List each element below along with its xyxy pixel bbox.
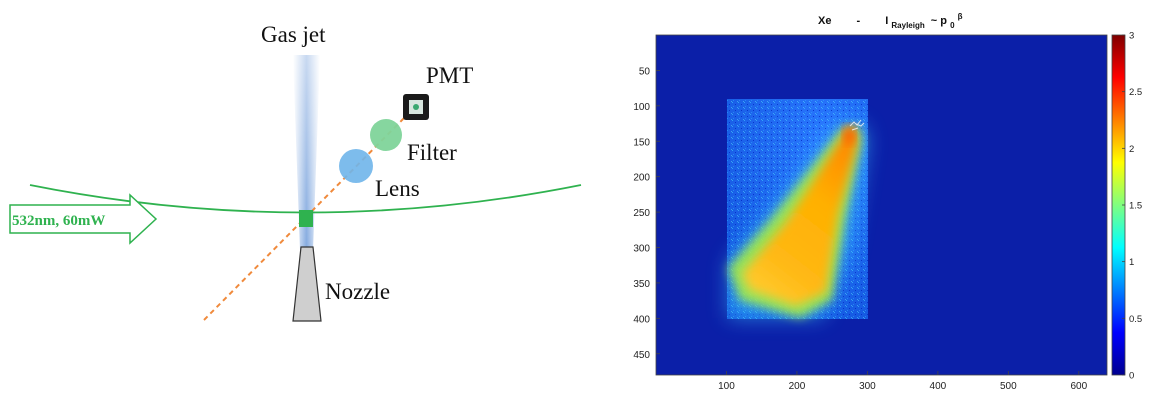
- plot-background: [656, 35, 1107, 375]
- y-axis: 50 100 150 200 250 300 350 400 450: [633, 66, 660, 361]
- colorbar-tick-label: 0: [1129, 371, 1134, 382]
- colorbar-tick-label: 2: [1129, 144, 1134, 155]
- colorbar-tick-label: 2.5: [1129, 87, 1142, 98]
- lens-shape: [339, 149, 373, 183]
- filter-shape: [370, 119, 402, 151]
- y-tick-label: 150: [633, 137, 650, 148]
- experimental-schematic: 532nm, 60mW Gas jet PMT Filter Lens Nozz…: [9, 22, 582, 322]
- plume-apex-hotspot: [843, 126, 855, 144]
- colorbar-axis: 3 2.5 2 1.5 1 0.5 0: [1122, 31, 1142, 382]
- plot-frame: [655, 34, 1108, 376]
- x-tick-label: 300: [859, 381, 876, 391]
- y-tick-label: 300: [633, 244, 650, 255]
- colorbar-tick-label: 1: [1129, 257, 1134, 268]
- gas-jet-label: Gas jet: [261, 22, 326, 47]
- heatmap-figure: Xe - I Rayleigh ~ p 0 β: [633, 12, 1142, 392]
- lens-label: Lens: [375, 176, 420, 201]
- pmt-detector: [403, 94, 429, 120]
- filter-label: Filter: [407, 140, 457, 165]
- plume-core: [742, 129, 857, 306]
- x-tick-label: 200: [789, 381, 806, 391]
- nozzle-tip-artifact: [849, 119, 865, 131]
- laser-label: 532nm, 60mW: [12, 213, 105, 229]
- y-tick-label: 350: [633, 279, 650, 290]
- x-axis: 100 200 300 400 500 600: [718, 371, 1088, 392]
- y-tick-label: 50: [639, 66, 651, 77]
- chart-title: Xe - I Rayleigh ~ p 0 β: [818, 12, 963, 31]
- nozzle-shape: [292, 246, 322, 322]
- y-tick-label: 400: [633, 314, 650, 325]
- colorbar-tick-label: 1.5: [1129, 201, 1142, 212]
- colorbar-tick-label: 0.5: [1129, 314, 1142, 325]
- y-tick-label: 250: [633, 208, 650, 219]
- y-tick-label: 200: [633, 173, 650, 184]
- nozzle-label: Nozzle: [325, 279, 390, 304]
- y-tick-label: 450: [633, 350, 650, 361]
- x-tick-label: 600: [1070, 381, 1087, 391]
- x-tick-label: 100: [718, 381, 735, 391]
- x-tick-label: 500: [1000, 381, 1017, 391]
- colorbar-tick-label: 3: [1129, 31, 1134, 42]
- pmt-label: PMT: [426, 63, 473, 88]
- laser-arrow: [9, 193, 158, 245]
- rayleigh-heatmap-panel: Xe - I Rayleigh ~ p 0 β: [600, 0, 1153, 392]
- interaction-spot: [299, 210, 313, 227]
- gas-jet-plume: [293, 55, 320, 250]
- schematic-drawing: 532nm, 60mW Gas jet PMT Filter Lens Nozz…: [9, 22, 582, 322]
- x-tick-label: 400: [930, 381, 947, 391]
- y-tick-label: 100: [633, 102, 650, 113]
- heatmap-content: [727, 99, 868, 319]
